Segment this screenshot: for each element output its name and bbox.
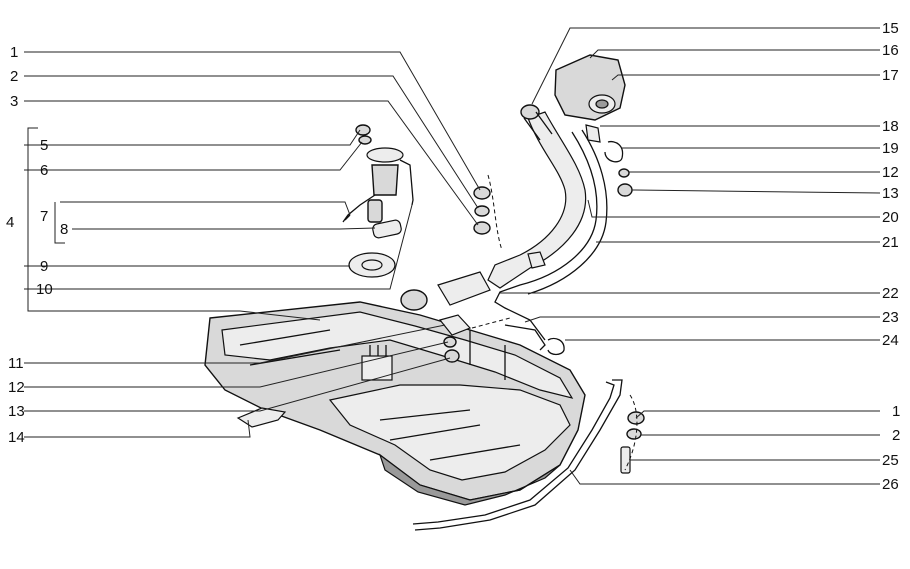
filler-housing: [520, 54, 626, 141]
callout-label: 21: [882, 234, 899, 251]
callout-label: 20: [882, 209, 899, 226]
fuel-pump-assembly: [342, 124, 414, 278]
callout-label: 8: [60, 221, 68, 238]
callout-label: 15: [882, 20, 899, 37]
small-hardware: [236, 124, 645, 531]
callout-label: 25: [882, 452, 899, 469]
callout-label: 23: [882, 309, 899, 326]
left-leader-lines: [24, 51, 481, 438]
callout-label: 2: [892, 427, 900, 444]
callout-label: 7: [40, 208, 48, 225]
callout-label: 10: [36, 281, 53, 298]
left-callouts: 1 2 3 5 6 4 7 8 9 10 11 12 13 14: [6, 44, 68, 446]
right-callouts: 15 16 17 18 19 12 13 20 21 22 23 24 1 2 …: [882, 20, 900, 493]
callout-label: 11: [8, 355, 24, 372]
callout-label: 17: [882, 67, 899, 84]
callout-label: 5: [40, 137, 48, 154]
callout-label: 14: [8, 429, 25, 446]
callout-label: 4: [6, 214, 14, 231]
right-leader-lines: [500, 27, 881, 485]
callout-label: 26: [882, 476, 899, 493]
assembly-hint-line: [487, 174, 503, 251]
callout-label: 9: [40, 258, 48, 275]
callout-label: 24: [882, 332, 899, 349]
callout-label: 13: [882, 185, 899, 202]
callout-label: 18: [882, 118, 899, 135]
callout-label: 12: [8, 379, 25, 396]
callout-label: 6: [40, 162, 48, 179]
fuel-tank: [204, 301, 586, 506]
callout-label: 3: [10, 93, 18, 110]
filler-pipe: [400, 111, 608, 341]
assembly-hint-line: [471, 317, 511, 329]
callout-label: 13: [8, 403, 25, 420]
callout-label: 19: [882, 140, 899, 157]
callout-label: 12: [882, 164, 899, 181]
callout-label: 22: [882, 285, 899, 302]
callout-label: 2: [10, 68, 18, 85]
callout-label: 1: [892, 403, 900, 420]
callout-label: 16: [882, 42, 899, 59]
callout-label: 1: [10, 44, 18, 61]
